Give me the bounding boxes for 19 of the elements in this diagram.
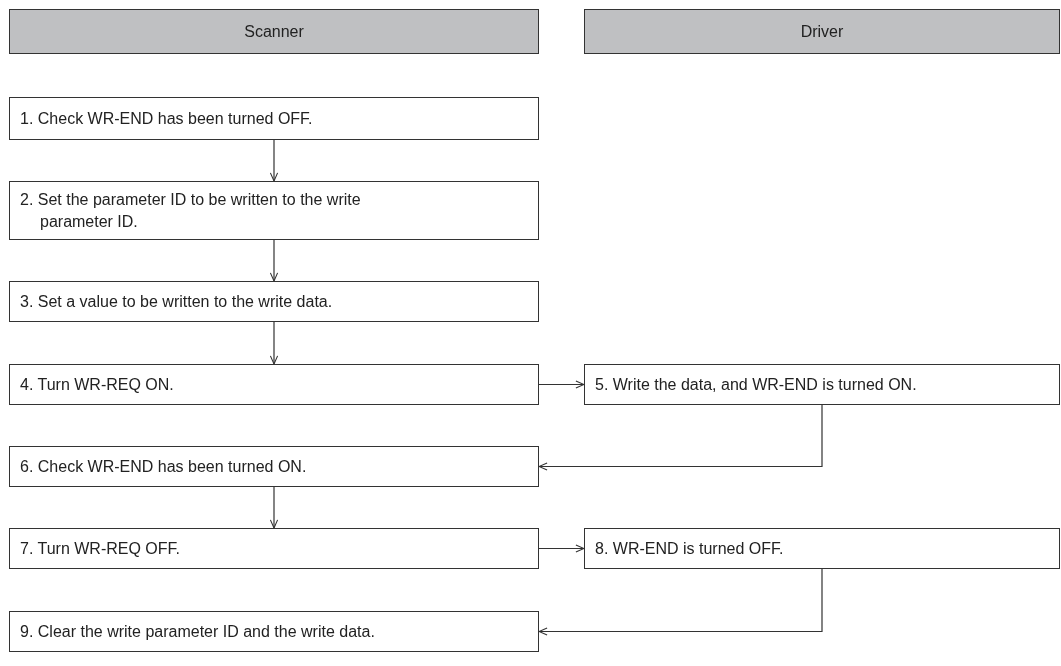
arrow bbox=[269, 239, 279, 282]
process-box: 7. Turn WR-REQ OFF. bbox=[9, 528, 539, 569]
process-box: 8. WR-END is turned OFF. bbox=[584, 528, 1060, 569]
arrow bbox=[538, 544, 585, 553]
arrow bbox=[269, 486, 279, 529]
process-box: 3. Set a value to be written to the write data. bbox=[9, 281, 539, 322]
arrow bbox=[538, 568, 823, 636]
process-box: 1. Check WR-END has been turned OFF. bbox=[9, 97, 539, 140]
arrow bbox=[538, 380, 585, 389]
arrow bbox=[269, 321, 279, 365]
process-box: 4. Turn WR-REQ ON. bbox=[9, 364, 539, 405]
arrow bbox=[269, 139, 279, 182]
lane-header: Driver bbox=[584, 9, 1060, 54]
process-box: 5. Write the data, and WR-END is turned ON. bbox=[584, 364, 1060, 405]
process-box: 9. Clear the write parameter ID and the write data. bbox=[9, 611, 539, 652]
arrow bbox=[538, 404, 823, 471]
process-box: 6. Check WR-END has been turned ON. bbox=[9, 446, 539, 487]
process-box: 2. Set the parameter ID to be written to the write parameter ID. bbox=[9, 181, 539, 240]
lane-header: Scanner bbox=[9, 9, 539, 54]
